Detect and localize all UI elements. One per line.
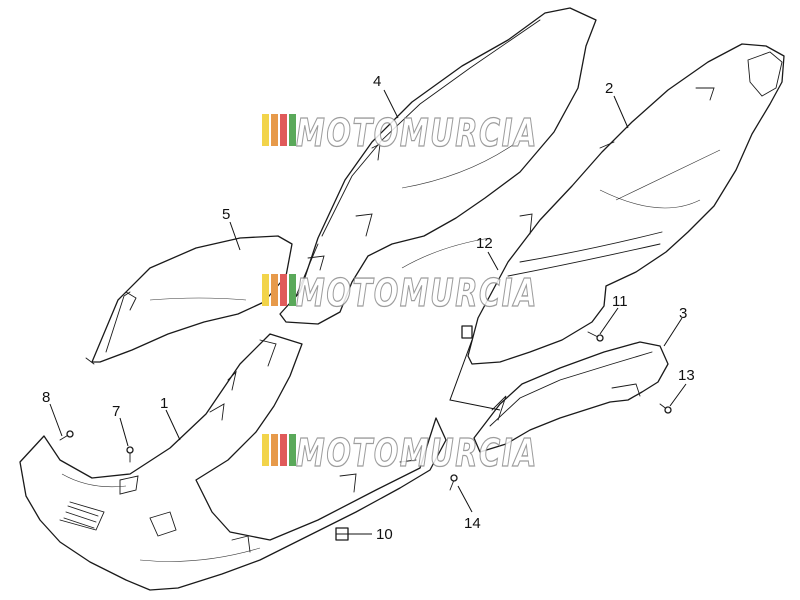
callout-10: 10 bbox=[376, 526, 393, 543]
callout-12: 12 bbox=[476, 235, 493, 252]
leader-5 bbox=[229, 221, 241, 251]
fastener-11-screw bbox=[587, 331, 604, 342]
watermark-text: MOTOMURCIA bbox=[296, 431, 538, 475]
watermark-top: MOTOMURCIA bbox=[262, 110, 538, 156]
leader-12 bbox=[487, 251, 499, 271]
callout-8: 8 bbox=[42, 389, 50, 406]
callout-4: 4 bbox=[373, 73, 381, 90]
leader-7 bbox=[119, 417, 129, 447]
callout-5: 5 bbox=[222, 206, 230, 223]
part-4-side-panel bbox=[279, 7, 597, 325]
watermark-text: MOTOMURCIA bbox=[296, 111, 538, 155]
callout-1: 1 bbox=[160, 395, 168, 412]
fastener-13-screw bbox=[659, 403, 672, 414]
leader-3 bbox=[663, 317, 683, 347]
clip-10 bbox=[335, 527, 349, 541]
callout-3: 3 bbox=[679, 305, 687, 322]
callout-14: 14 bbox=[464, 515, 481, 532]
clip-12 bbox=[461, 325, 473, 339]
watermark-bottom: MOTOMURCIA bbox=[262, 430, 538, 476]
leader-14 bbox=[457, 485, 473, 513]
part-2-side-panel bbox=[467, 43, 785, 365]
fastener-7-screw bbox=[126, 446, 134, 463]
part-3-rear-trim bbox=[473, 341, 669, 453]
callout-7: 7 bbox=[112, 403, 120, 420]
watermark-text: MOTOMURCIA bbox=[296, 271, 538, 315]
fastener-8-screw bbox=[59, 430, 74, 441]
leader-4 bbox=[383, 89, 399, 119]
group-bracket bbox=[449, 339, 501, 411]
fastener-14-screw bbox=[449, 474, 458, 491]
callout-11: 11 bbox=[612, 293, 628, 310]
leader-2 bbox=[613, 95, 629, 129]
watermark-middle: MOTOMURCIA bbox=[262, 270, 538, 316]
part-1-lower-panel bbox=[19, 333, 447, 591]
callout-13: 13 bbox=[678, 367, 695, 384]
leader-11 bbox=[599, 307, 619, 335]
callout-2: 2 bbox=[605, 80, 613, 97]
leader-13 bbox=[669, 383, 687, 407]
leader-1 bbox=[165, 409, 181, 441]
leader-8 bbox=[49, 403, 63, 437]
